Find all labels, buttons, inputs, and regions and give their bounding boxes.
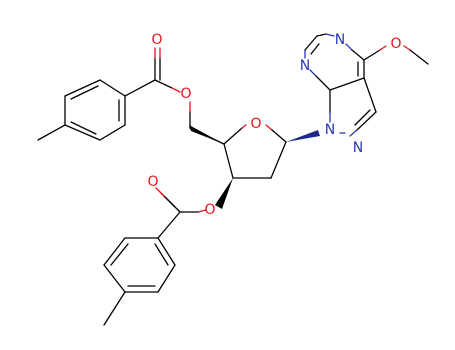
atom-label-o-carbonyl-bottom: O: [147, 174, 158, 190]
atom-label-o-ester-top: O: [180, 86, 191, 102]
atom-label-n-pyrimidine-left: N: [300, 58, 310, 74]
atom-label-o-ring: O: [250, 116, 261, 132]
wedge-bond-c1: [286, 130, 320, 142]
pyrazolopyrimidine-ring: [304, 33, 429, 137]
atom-label-n2-pyrazole: N: [353, 140, 363, 156]
wedge-bond-c3: [215, 178, 233, 209]
sugar-ring: [223, 124, 287, 179]
bottom-ester-group: [155, 187, 207, 239]
atom-label-n1-pyrazole: N: [325, 122, 335, 138]
bottom-toluoyl-ring: [103, 237, 176, 326]
atom-label-n-pyrimidine-top: N: [335, 32, 345, 48]
wedge-bond-c4-fill: [189, 125, 224, 144]
atom-label-o-ester-bottom: O: [204, 202, 215, 218]
atom-label-o-methoxy: O: [390, 36, 401, 52]
atom-label-o-carbonyl-top: O: [151, 32, 162, 48]
top-toluoyl-ring: [37, 79, 156, 141]
